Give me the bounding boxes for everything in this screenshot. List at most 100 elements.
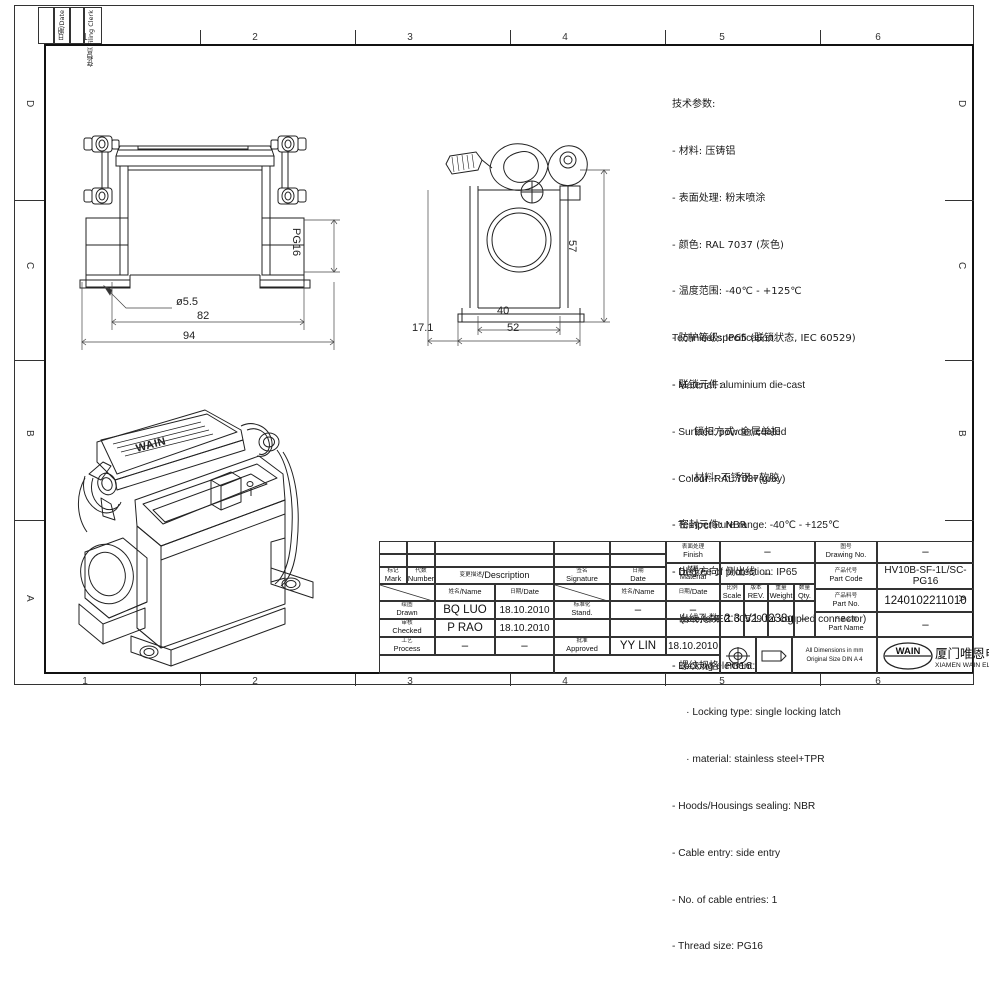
isometric-3d-view: WAIN (78, 409, 314, 667)
part-no-value: 1240102211010 (884, 594, 967, 607)
finish-label-cn: 表面处理 (681, 544, 705, 551)
side-view-drawing (445, 143, 588, 323)
drawing-no-label-cn: 图号 (840, 544, 852, 551)
drawing-no-label: 图号 Drawing No. (815, 541, 877, 563)
spec-cn-line-5: - 联锁元件: (672, 379, 723, 391)
stand-role-cn: 标准化 (573, 602, 591, 609)
part-name-value: – (922, 618, 929, 631)
weight-label-cn: 重量 (775, 584, 787, 591)
rev-header-signature: 签名 Signature (554, 567, 610, 584)
process-role-cn: 工艺 (401, 638, 413, 645)
finish-label: 表面处理 Finish (666, 541, 720, 563)
process-date-value: – (521, 640, 528, 652)
part-name-value-cell: – (877, 612, 974, 637)
part-name-label-en: Part Name (828, 622, 864, 632)
rev-desc-label-cn: 变更描述 (459, 572, 482, 578)
rev-header-date: 日期 Date (610, 567, 666, 584)
part-no-label-en: Part No. (832, 598, 860, 608)
row-stand-role: 标准化 Stand. (554, 601, 610, 619)
company-logo-text: WAIN (896, 646, 921, 657)
material-label-cn: 材料 (687, 565, 699, 572)
row-checked-date: 18.10.2010 (495, 619, 554, 637)
rev-blank-r2c4 (554, 554, 610, 567)
dim-side-offset: 17.1 (412, 322, 434, 334)
company-name-cn: 厦门唯恩电气有限公司 (935, 645, 989, 661)
spec-cn-line-8: - 密封元件: NBR (672, 520, 747, 532)
spec-en-line-9: - Hoods/Housings sealing: NBR (672, 801, 816, 812)
finish-value: – (764, 546, 771, 558)
spec-cn-line-0: - 材料: 压铸铝 (672, 145, 736, 157)
material-label: 材料 Material (666, 563, 720, 584)
scale-value-cell: 2:3 (720, 601, 744, 637)
sign-header-blank-right (554, 584, 610, 601)
qty-value-cell: – (794, 601, 815, 637)
part-code-value-cell: HV10B-SF-1L/SC-PG16 (877, 563, 974, 589)
finish-label-en: Finish (683, 550, 703, 560)
rev-label-cn: 版本 (750, 584, 762, 591)
zone-label-left-d: D (24, 100, 35, 108)
zone-label-right-c: C (956, 262, 967, 270)
finish-value-cell: – (720, 541, 815, 563)
revision-date-label: 日期/Date (58, 10, 66, 41)
drawn-name-value: BQ LUO (443, 604, 487, 616)
spec-cn-line-3: - 温度范围: -40℃ - +125℃ (672, 286, 802, 298)
row-drawn-role: 绘图 Drawn (379, 601, 435, 619)
rev-blank-r2c5 (610, 554, 666, 567)
sign-header-name2: 姓名/Name (610, 584, 666, 601)
spec-block-chinese: 技术参数: - 材料: 压铸铝 - 表面处理: 粉末喷涂 - 颜色: RAL 7… (672, 66, 856, 705)
sign-header-date2: 日期/Date (666, 584, 720, 601)
material-label-en: Material (679, 571, 707, 581)
checked-role-en: Checked (392, 626, 422, 636)
spec-en-line-0: - Material: aluminium die-cast (672, 379, 806, 391)
rev-value: V1.0 (744, 613, 768, 625)
front-view-dimension-lines (81, 282, 335, 350)
rev-blank-r1c1 (379, 541, 407, 554)
part-code-value: HV10B-SF-1L/SC-PG16 (884, 565, 967, 587)
wain-logo-icon: WAIN (883, 641, 933, 670)
dim-hole-diameter: ø5.5 (176, 296, 199, 308)
spec-en-line-8: · material: stainless steel+TPR (672, 754, 825, 766)
zone-label-left-a: A (24, 595, 35, 602)
material-value-cell: – (720, 563, 815, 584)
spec-en-line-2: - Colour: RAL 7037(grey) (672, 473, 786, 485)
spec-en-line-11: - No. of cable entries: 1 (672, 894, 778, 906)
sign-date-label-en: /Date (521, 587, 539, 597)
row-checked-name: P RAO (435, 619, 495, 637)
row-stand-date: – (666, 601, 720, 619)
process-name-value: – (461, 640, 469, 652)
sign-name2-label-cn: 姓名 (621, 589, 633, 595)
part-name-label-cn: 产品名称 (834, 616, 858, 623)
sign-date2-label-en: /Date (689, 587, 708, 597)
part-name-label: 产品名称 Part Name (815, 612, 877, 637)
checked-name-value: P RAO (447, 622, 483, 634)
part-code-label: 产品代号 Part Code (815, 563, 877, 589)
sign-header-name: 姓名/Name (435, 584, 495, 601)
body-brand-mark: WAIN (135, 435, 168, 455)
drawing-no-value-cell: – (877, 541, 974, 563)
row-process-name: – (435, 637, 495, 655)
zone-label-bottom-1: 1 (82, 676, 88, 687)
scale-label-cn: 比例 (726, 584, 738, 591)
zone-label-bottom-5: 5 (719, 676, 725, 687)
spec-cn-line-4: - 防护等级: IP65 (联锁状态, IEC 60529) (672, 333, 856, 345)
spec-cn-line-2: - 颜色: RAL 7037 (灰色) (672, 239, 784, 251)
units-note-cell: All Dimensions in mm Original Size DIN A… (792, 637, 877, 674)
part-no-label-cn: 产品料号 (834, 592, 858, 599)
row-bottom-filler-right (554, 655, 720, 674)
rev-blank-r2c3 (435, 554, 554, 567)
spec-en-line-6: - Locking element: (672, 660, 756, 672)
spec-en-line-1: - Surface: powder-coated (672, 426, 787, 438)
zone-label-bottom-6: 6 (875, 676, 881, 687)
company-name-en: XIAMEN WAIN ELECTRICAL CO.LTD (935, 661, 989, 669)
weight-label-en: Weight (769, 590, 793, 600)
zone-label-right-b: B (956, 430, 967, 437)
rev-label-en: REV. (747, 590, 765, 600)
spec-cn-line-7: · 材料: 不锈钢+软胶 (672, 473, 780, 485)
rev-label: 版本 REV. (744, 584, 768, 601)
row-stand-name: – (610, 601, 666, 619)
approved-role-cn: 批准 (576, 638, 588, 645)
zone-label-right-a: A (956, 595, 967, 602)
row-checked-blank1 (554, 619, 610, 637)
row-checked-role: 审核 Checked (379, 619, 435, 637)
spec-cn-line-9: - 出线方向: 侧出线 (672, 567, 756, 578)
